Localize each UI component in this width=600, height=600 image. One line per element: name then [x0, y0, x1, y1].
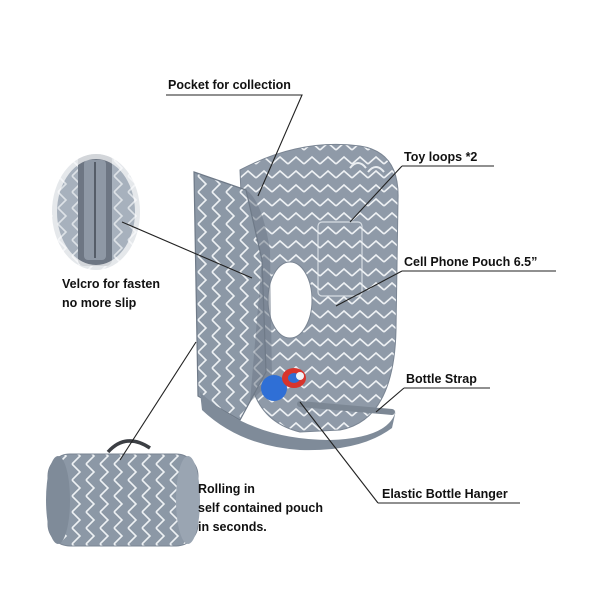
label-rolling-line-2: self contained pouch: [198, 501, 324, 515]
label-velcro: Velcro for fasten no more slip: [62, 275, 160, 313]
rolled-pouch: [46, 439, 200, 547]
label-velcro-line-1: Velcro for fasten: [62, 277, 160, 291]
label-elastic-bottle-hanger: Elastic Bottle Hanger: [382, 487, 508, 501]
label-cell-phone-pouch: Cell Phone Pouch 6.5”: [404, 255, 538, 269]
leader-lines: [119, 94, 556, 504]
label-rolling-line-3: in seconds.: [198, 520, 267, 534]
label-bottle-strap: Bottle Strap: [406, 372, 477, 386]
cart-cover-illustration: [193, 143, 399, 451]
label-velcro-line-2: no more slip: [62, 296, 137, 310]
label-rolling-line-1: Rolling in: [198, 482, 255, 496]
baby-bottle: [261, 368, 306, 401]
label-pocket-for-collection: Pocket for collection: [168, 78, 291, 92]
label-rolling-pouch: Rolling in self contained pouch in secon…: [198, 480, 323, 537]
label-toy-loops: Toy loops *2: [404, 150, 478, 164]
